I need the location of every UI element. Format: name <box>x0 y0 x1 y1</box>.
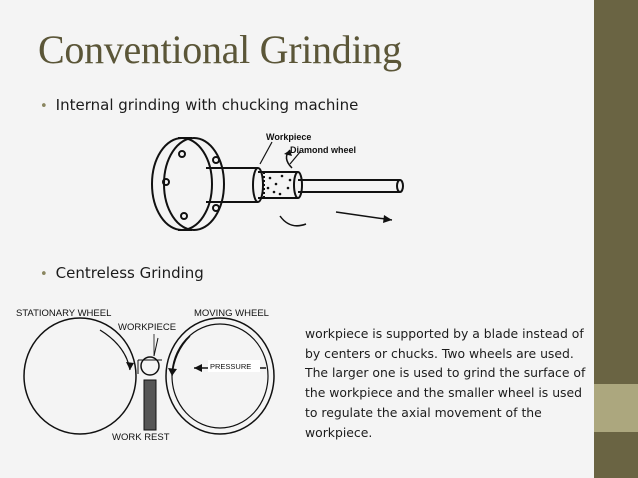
workpiece-label: WORKPIECE <box>118 322 176 333</box>
stationary-wheel-label: STATIONARY WHEEL <box>16 308 111 319</box>
work-rest-label: WORK REST <box>112 432 170 442</box>
internal-grinding-diagram: Workpiece Diamond wheel <box>151 132 404 231</box>
workpiece-body <box>206 167 258 203</box>
workpiece-label: Workpiece <box>266 132 311 142</box>
slide-title: Conventional Grinding <box>38 27 402 72</box>
stationary-wheel <box>23 317 137 435</box>
description-paragraph: workpiece is supported by a blade instea… <box>305 326 586 440</box>
chuck-faceplate-back <box>163 137 225 231</box>
bullet-internal-grinding: • Internal grinding with chucking machine <box>40 96 358 114</box>
bullet-dot-icon: • <box>40 267 48 282</box>
sidebar-accent-block <box>594 384 638 432</box>
centreless-grinding-diagram: STATIONARY WHEEL MOVING WHEEL WORKPIECE … <box>16 308 275 442</box>
workpiece-circle <box>140 356 160 376</box>
bullet-text: Internal grinding with chucking machine <box>55 96 359 114</box>
bullet-dot-icon: • <box>40 99 48 114</box>
spindle <box>298 179 400 193</box>
work-rest-blade <box>143 379 157 431</box>
bullet-centreless-grinding: • Centreless Grinding <box>40 264 204 282</box>
moving-wheel-label: MOVING WHEEL <box>194 308 269 319</box>
diamond-wheel-label: Diamond wheel <box>290 145 356 155</box>
pressure-label: PRESSURE <box>210 362 251 371</box>
moving-wheel <box>165 317 275 435</box>
bullet-text: Centreless Grinding <box>55 264 204 282</box>
